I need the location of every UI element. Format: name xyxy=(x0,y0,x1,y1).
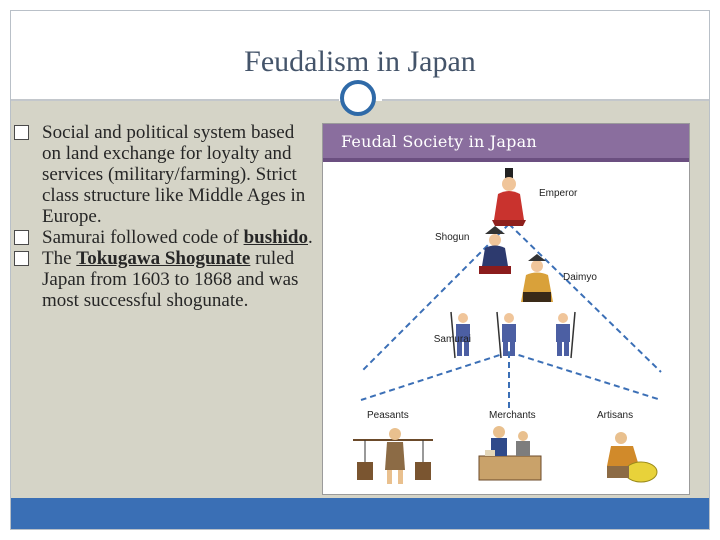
label-emperor: Emperor xyxy=(539,188,578,199)
bullet-text: . xyxy=(308,227,313,248)
daimyo-figure-icon xyxy=(521,254,553,302)
hierarchy-line-peasants xyxy=(360,351,510,401)
feudal-society-figure: Feudal Society in Japan Emperor Shogun xyxy=(322,123,690,495)
label-merchants: Merchants xyxy=(489,410,536,421)
label-samurai: Samurai xyxy=(434,334,471,345)
figure-header: Feudal Society in Japan xyxy=(323,124,689,158)
label-daimyo: Daimyo xyxy=(563,272,597,283)
bullet-text: Social and political system based on lan… xyxy=(42,122,306,227)
merchant-figure-icon xyxy=(478,426,542,481)
shogun-figure-icon xyxy=(479,226,511,274)
samurai-center-icon xyxy=(496,311,516,359)
bullet-item: The Tokugawa Shogunate ruled Japan from … xyxy=(14,248,316,311)
figure-header-band xyxy=(323,158,689,162)
bullet-square-icon xyxy=(14,230,29,245)
hierarchy-lines xyxy=(360,223,662,410)
bullet-square-icon xyxy=(14,125,29,140)
label-shogun: Shogun xyxy=(435,232,469,243)
hierarchy-diagram: Emperor Shogun Daimyo xyxy=(353,168,662,484)
footer-bar xyxy=(11,498,709,529)
samurai-right-icon xyxy=(556,311,576,359)
bullet-text: ruled Japan from 1603 to 1868 and was mo… xyxy=(42,248,299,311)
figure-title: Feudal Society in Japan xyxy=(341,132,537,151)
hierarchy-line-right xyxy=(508,223,662,373)
bullet-item: Social and political system based on lan… xyxy=(14,122,316,227)
title-divider-left xyxy=(11,99,339,101)
title-divider-right xyxy=(382,99,709,101)
bullet-text: Samurai followed code of xyxy=(42,227,244,248)
samurai-left-icon xyxy=(450,311,470,359)
label-peasants: Peasants xyxy=(367,410,409,421)
keyword-tokugawa-shogunate: Tokugawa Shogunate xyxy=(76,248,251,269)
bullet-item: Samurai followed code of bushido. xyxy=(14,227,316,248)
emperor-figure-icon xyxy=(492,168,526,226)
slide-title: Feudalism in Japan xyxy=(244,45,476,78)
bullet-square-icon xyxy=(14,251,29,266)
label-artisans: Artisans xyxy=(597,410,633,421)
keyword-bushido: bushido xyxy=(243,227,309,248)
bullet-text: The xyxy=(42,248,77,269)
ring-ornament-icon xyxy=(340,80,376,116)
bullet-list: Social and political system based on lan… xyxy=(14,122,316,311)
peasant-figure-icon xyxy=(353,428,433,484)
artisan-figure-icon xyxy=(607,432,658,483)
hierarchy-line-artisans xyxy=(508,351,662,401)
hierarchy-line-left xyxy=(360,223,510,373)
